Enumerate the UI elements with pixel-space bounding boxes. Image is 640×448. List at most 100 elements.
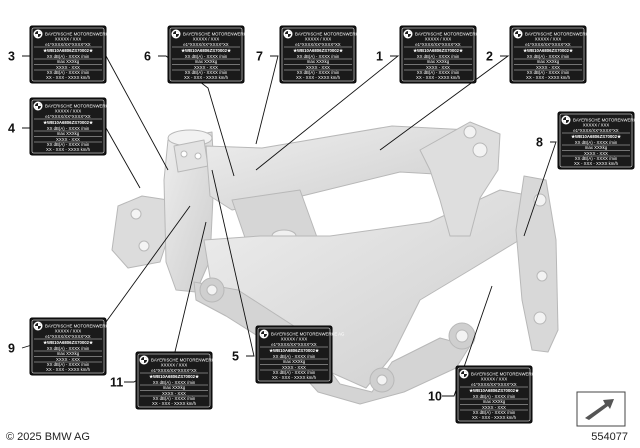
label-text-line: XXXXX / XXX (535, 37, 562, 42)
label-text-line: XX dB(A) - XXXX /min (47, 54, 90, 59)
callout-number-2[interactable]: 2 (486, 50, 493, 64)
label-text-line: XX dB(A) - XXXX /min (473, 394, 516, 399)
label-text-line: XX dB(A) - XXXX /min (273, 370, 316, 375)
leader-line-10 (442, 285, 493, 397)
callout-number-10[interactable]: 10 (428, 390, 442, 404)
label-text-line: BAYERISCHE MOTORENWERKE AG (295, 32, 369, 37)
label-text-line: max XXXkg (585, 145, 608, 150)
label-text-line: e1*XXXX/XX*XXXX*XX (151, 368, 197, 373)
callout-number-6[interactable]: 6 (144, 50, 151, 64)
label-text-line: XX dB(A) - XXXX /min (153, 396, 196, 401)
label-text-line: BAYERISCHE MOTORENWERKE AG (415, 32, 489, 37)
label-text-line: XXXXX / XXX (425, 37, 452, 42)
label-text-line: BAYERISCHE MOTORENWERKE AG (151, 358, 225, 363)
callout-number-11[interactable]: 11 (110, 376, 123, 390)
label-text-line: max XXXkg (307, 59, 330, 64)
label-text-line: ★WB10A6806ZS70002★ (42, 120, 93, 125)
label-text-line: XXXXX / XXX (55, 37, 82, 42)
label-text-line: XXXXX / XXX (193, 37, 220, 42)
label-text-line: e1*XXXX/XX*XXXX*XX (525, 42, 571, 47)
label-text-line: XXXX - XXX (282, 365, 306, 370)
label-text-line: BAYERISCHE MOTORENWERKE AG (271, 332, 345, 337)
label-text-line: XX - XXX - XXXX km/h (574, 161, 619, 166)
callout-number-7[interactable]: 7 (256, 50, 263, 64)
bmw-roundel-icon (403, 29, 413, 39)
bmw-roundel-icon (33, 101, 43, 111)
label-text-line: XXXX - XXX (162, 391, 186, 396)
label-text-line: ★WB10A6806ZS70002★ (268, 348, 319, 353)
label-text-line: XX - XXX - XXXX km/h (184, 75, 229, 80)
label-text-line: XX - XXX - XXXX km/h (46, 75, 91, 80)
label-text-line: XX dB(A) - XXXX /min (417, 70, 460, 75)
label-text-line: XX - XXX - XXXX km/h (46, 147, 91, 152)
label-text-line: XX dB(A) - XXXX /min (527, 70, 570, 75)
label-text-line: BAYERISCHE MOTORENWERKE AG (45, 32, 119, 37)
bmw-roundel-icon (561, 115, 571, 125)
arrow-view-icon (576, 391, 626, 427)
label-text-line: BAYERISCHE MOTORENWERKE AG (525, 32, 599, 37)
callout-number-8[interactable]: 8 (536, 136, 543, 150)
label-text-line: XX dB(A) - XXXX /min (527, 54, 570, 59)
label-text-line: XX - XXX - XXXX km/h (472, 415, 517, 420)
label-text-line: XXXX - XXX (426, 65, 450, 70)
label-text-line: XXXXX / XXX (583, 123, 610, 128)
label-text-line: XX dB(A) - XXXX /min (185, 54, 228, 59)
label-text-line: XXXX - XXX (56, 357, 80, 362)
bmw-roundel-icon (259, 329, 269, 339)
label-text-line: XX dB(A) - XXXX /min (47, 70, 90, 75)
leader-line-2 (379, 55, 510, 151)
label-text-line: XXXXX / XXX (55, 109, 82, 114)
label-text-line: XX dB(A) - XXXX /min (47, 362, 90, 367)
label-text-line: e1*XXXX/XX*XXXX*XX (415, 42, 461, 47)
label-text-line: BAYERISCHE MOTORENWERKE AG (45, 324, 119, 329)
label-text-line: BAYERISCHE MOTORENWERKE AG (471, 372, 545, 377)
label-text-line: BAYERISCHE MOTORENWERKE AG (573, 118, 640, 123)
bmw-roundel-icon (139, 355, 149, 365)
label-text-line: e1*XXXX/XX*XXXX*XX (471, 382, 517, 387)
label-text-line: ★WB10A6806ZS70002★ (148, 374, 199, 379)
label-text-line: ★WB10A6806ZS70002★ (42, 340, 93, 345)
label-text-line: ★WB10A6806ZS70002★ (292, 48, 343, 53)
label-text-line: XX dB(A) - XXXX /min (47, 142, 90, 147)
callout-number-9[interactable]: 9 (8, 342, 15, 356)
label-text-line: XX - XXX - XXXX km/h (46, 367, 91, 372)
label-text-line: ★WB10A6806ZS70002★ (42, 48, 93, 53)
label-text-line: XXXX - XXX (194, 65, 218, 70)
bmw-roundel-icon (513, 29, 523, 39)
label-text-line: XX - XXX - XXXX km/h (272, 375, 317, 380)
label-text-line: XX - XXX - XXXX km/h (526, 75, 571, 80)
label-text-line: max XXXkg (57, 59, 80, 64)
motorcycle-frame-illustration (111, 121, 559, 405)
label-text-line: XXXX - XXX (56, 65, 80, 70)
callout-number-5[interactable]: 5 (232, 350, 239, 364)
label-text-line: XX dB(A) - XXXX /min (185, 70, 228, 75)
label-text-line: ★WB10A6806ZS70002★ (522, 48, 573, 53)
callout-number-1[interactable]: 1 (376, 50, 383, 64)
label-text-line: max XXXkg (283, 359, 306, 364)
label-text-line: max XXXkg (195, 59, 218, 64)
bmw-roundel-icon (33, 29, 43, 39)
leader-line-1 (255, 55, 400, 171)
label-text-line: e1*XXXX/XX*XXXX*XX (271, 342, 317, 347)
label-text-line: XXXXX / XXX (305, 37, 332, 42)
label-text-line: max XXXkg (163, 385, 186, 390)
label-text-line: XX dB(A) - XXXX /min (47, 126, 90, 131)
callout-number-4[interactable]: 4 (8, 122, 15, 136)
label-text-line: max XXXkg (57, 131, 80, 136)
label-text-line: XXXX - XXX (56, 137, 80, 142)
callout-number-3[interactable]: 3 (8, 50, 15, 64)
label-text-line: XX dB(A) - XXXX /min (273, 354, 316, 359)
label-text-line: XX dB(A) - XXXX /min (473, 410, 516, 415)
